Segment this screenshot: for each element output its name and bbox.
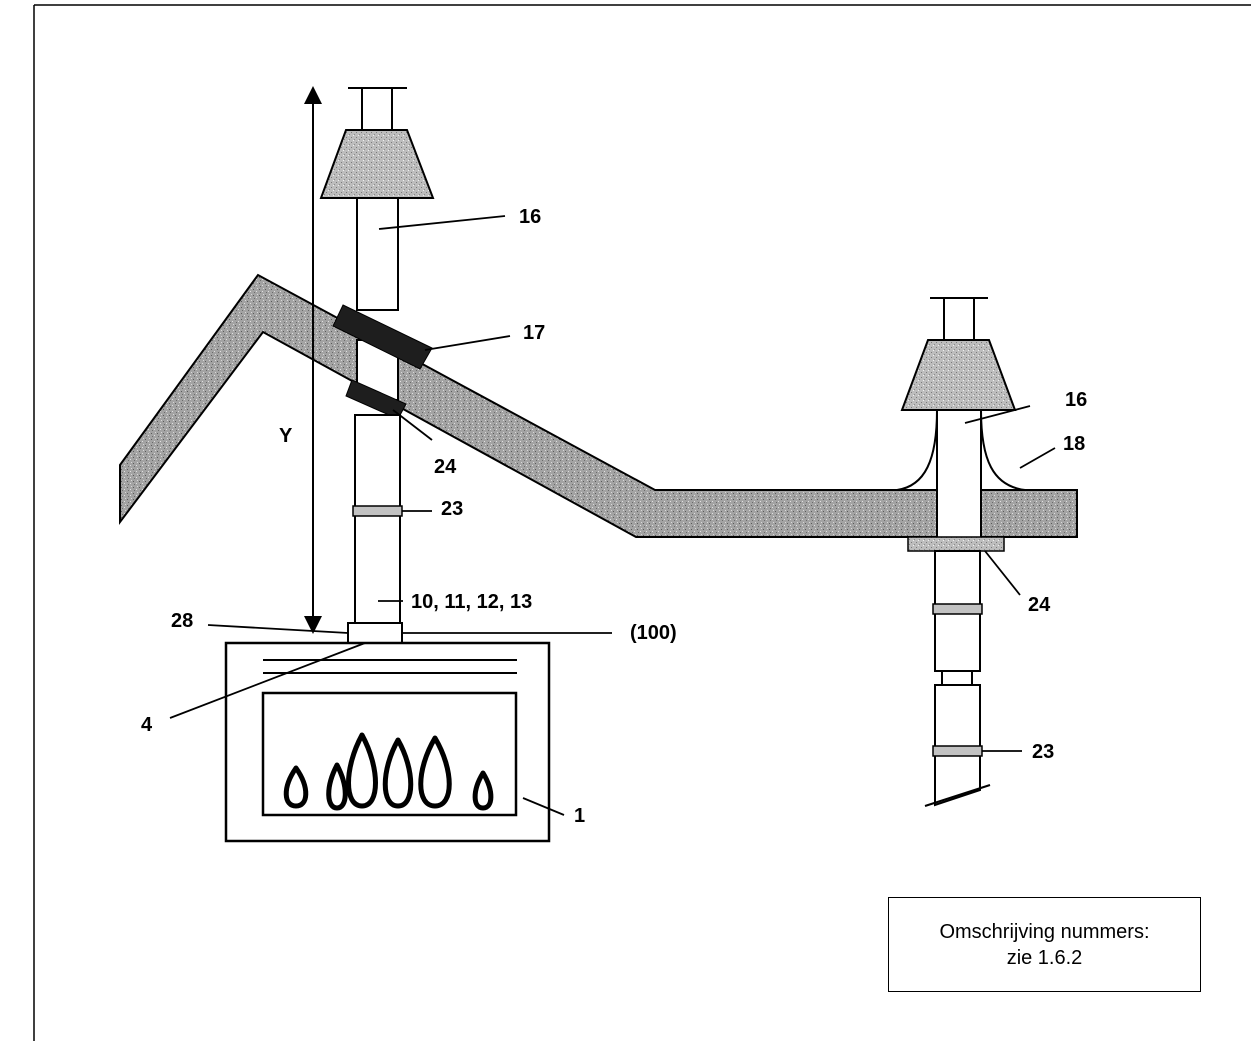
label-10-13: 10, 11, 12, 13	[411, 591, 532, 613]
left-flue	[319, 87, 435, 644]
flames-icon	[283, 732, 494, 811]
roof-collar-17	[332, 304, 433, 370]
label-23-left: 23	[441, 498, 463, 520]
right-flue	[896, 297, 1026, 807]
clamp-ring-23-right-upper	[932, 603, 983, 615]
label-24-right: 24	[1028, 594, 1051, 616]
rain-cap-right	[900, 339, 1017, 411]
fireplace	[224, 641, 551, 843]
flashing-18	[896, 409, 938, 491]
label-16-right: 16	[1065, 389, 1087, 411]
clamp-ring-23-left	[352, 505, 403, 517]
label-1: 1	[574, 805, 585, 827]
label-100: (100)	[630, 622, 677, 644]
rain-cap-left	[319, 129, 435, 199]
label-y: Y	[279, 425, 293, 447]
label-23-right: 23	[1032, 741, 1054, 763]
note-line-1: Omschrijving nummers:	[939, 920, 1150, 943]
adapter-28	[347, 622, 403, 644]
clamp-ring-23-right	[932, 745, 983, 757]
label-17: 17	[523, 322, 545, 344]
y-dimension-arrow	[304, 86, 322, 634]
label-18: 18	[1063, 433, 1085, 455]
label-16-left: 16	[519, 206, 541, 228]
legend-note-box: Omschrijving nummers: zie 1.6.2	[888, 897, 1201, 992]
leader-lines	[169, 215, 1056, 816]
label-4: 4	[141, 714, 153, 736]
note-line-2: zie 1.6.2	[1006, 946, 1083, 969]
collar-24-right	[907, 536, 1005, 552]
label-28: 28	[171, 610, 193, 632]
label-24-left: 24	[434, 456, 457, 478]
